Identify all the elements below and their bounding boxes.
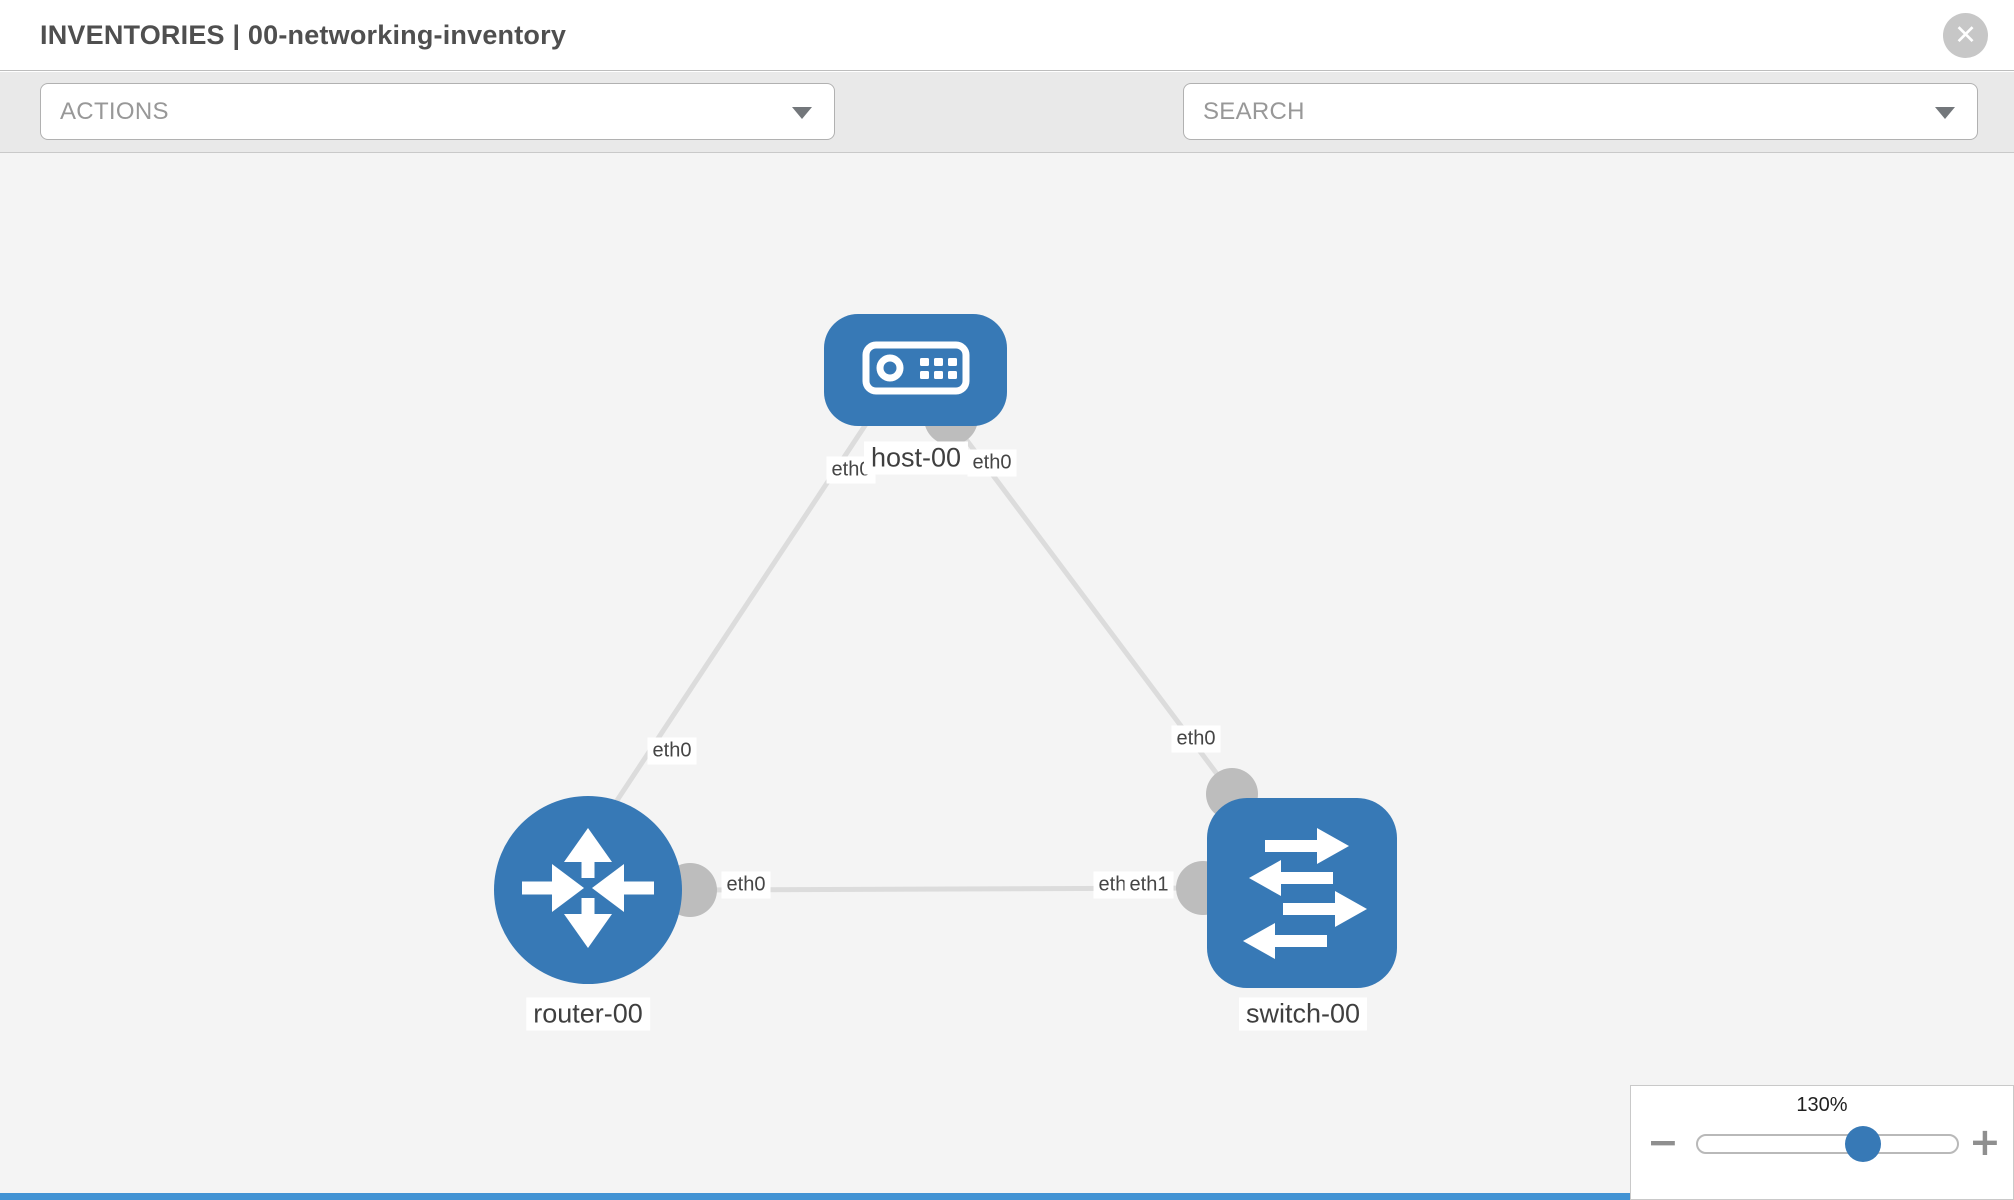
host-icon [824,312,1007,429]
zoom-out-button[interactable]: − [1647,1120,1679,1164]
links-layer [609,391,1258,917]
actions-dropdown[interactable]: ACTIONS [40,83,835,140]
node-switch-00[interactable] [1207,798,1397,988]
interface-label: eth1 [1124,871,1174,899]
interface-label: eth0 [721,871,771,899]
node-host-00[interactable] [824,314,1007,426]
node-router-00[interactable] [494,796,682,984]
node-label-host: host-00 [863,441,969,475]
toolbar: ACTIONS SEARCH [0,72,2014,204]
bottom-accent-bar [0,1193,1630,1200]
interface-label: eth0 [647,737,697,765]
router-icon [494,794,682,987]
page-title: INVENTORIES | 00-networking-inventory [40,20,567,50]
zoom-slider-track[interactable] [1696,1134,1959,1154]
search-dropdown[interactable]: SEARCH [1183,83,1978,140]
node-label-switch: switch-00 [1238,997,1368,1031]
interface-label: eth0 [967,449,1017,477]
caret-down-icon [1935,106,1955,119]
actions-dropdown-label: ACTIONS [60,97,169,125]
zoom-level-value: 130% [1796,1094,1848,1116]
caret-down-icon [792,106,812,119]
topology-canvas[interactable]: eth0 eth0 eth0 eth0 eth0 eth1 eth0 host-… [0,153,2014,1200]
zoom-in-button[interactable]: + [1969,1120,2001,1164]
node-label-router: router-00 [526,997,650,1031]
switch-icon [1207,796,1397,991]
search-dropdown-label: SEARCH [1203,97,1305,125]
close-icon: ✕ [1954,20,1977,50]
close-button[interactable]: ✕ [1943,13,1988,58]
zoom-control-panel: 130% − + [1630,1085,2014,1200]
header: INVENTORIES | 00-networking-inventory ✕ [0,0,2014,71]
zoom-slider-thumb[interactable] [1845,1126,1881,1162]
interface-label: eth0 [1171,725,1221,753]
